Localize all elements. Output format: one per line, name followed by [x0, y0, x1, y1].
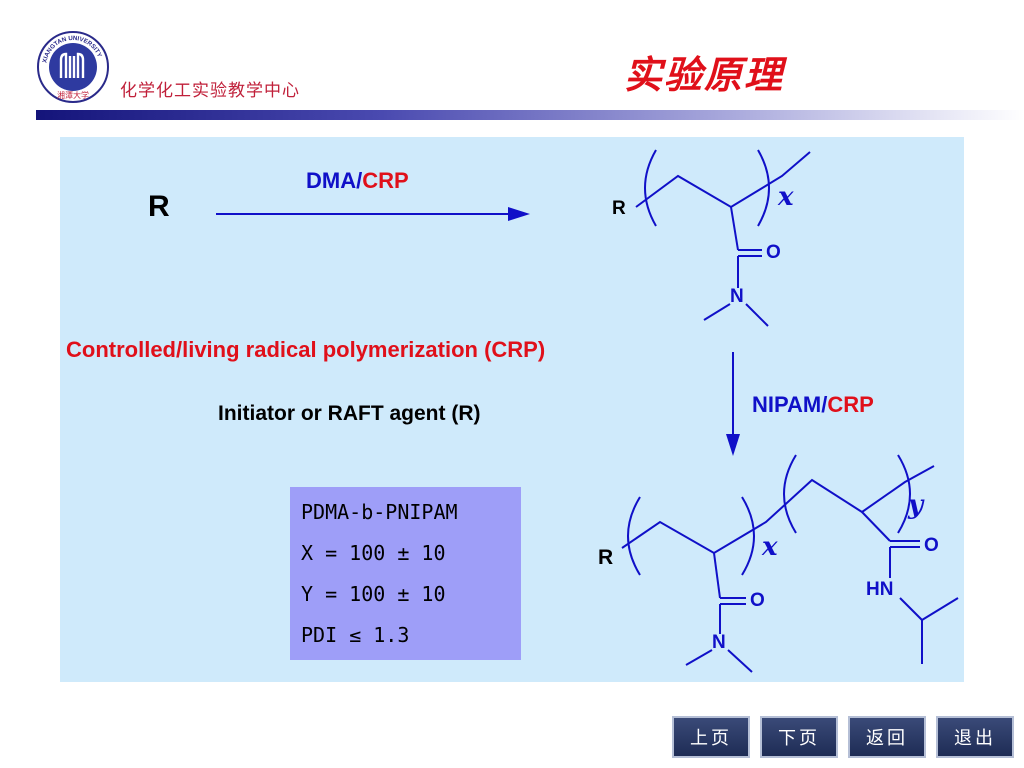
- next-page-button[interactable]: 下页: [760, 716, 838, 758]
- reaction-arrow-1: [216, 207, 530, 221]
- exit-button[interactable]: 退出: [936, 716, 1014, 758]
- copolymer-repeat-y: y: [908, 490, 924, 520]
- crp-full-name: Controlled/living radical polymerization…: [66, 337, 546, 362]
- svg-text:湘潭大学: 湘潭大学: [57, 90, 89, 100]
- slide-title: 实验原理: [624, 52, 785, 97]
- step1-label: DMA/CRP: [306, 168, 409, 194]
- step1-method: CRP: [362, 168, 409, 193]
- block-copolymer-structure: [621, 454, 959, 673]
- copolymer-repeat-x: x: [762, 532, 778, 562]
- university-logo: XIANGTAN UNIVERSITY 湘潭大学: [37, 31, 109, 103]
- step1-monomer: DMA: [306, 168, 357, 193]
- copolymer-dma-carbonyl-o: O: [750, 590, 765, 611]
- specs-y-value: Y = 100 ± 10: [301, 582, 446, 606]
- back-button[interactable]: 返回: [848, 716, 926, 758]
- copolymer-nipam-hn: HN: [866, 579, 894, 600]
- specs-x-value: X = 100 ± 10: [301, 541, 446, 565]
- reaction-arrow-2: [726, 352, 740, 456]
- pdma-structure: [635, 149, 811, 327]
- initiator-description: Initiator or RAFT agent (R): [218, 402, 481, 425]
- pdma-carbonyl-o: O: [766, 242, 781, 263]
- step2-label: NIPAM/CRP: [752, 392, 874, 418]
- copolymer-dma-amide-n: N: [712, 632, 726, 653]
- polymer-specs-box: PDMA-b-PNIPAM X = 100 ± 10 Y = 100 ± 10 …: [290, 487, 521, 660]
- step2-monomer: NIPAM: [752, 392, 822, 417]
- pdma-r-group: R: [612, 198, 626, 219]
- step1-separator: /: [356, 168, 363, 193]
- step2-method: CRP: [827, 392, 874, 417]
- pdma-amide-n: N: [730, 286, 744, 307]
- specs-pdi-value: PDI ≤ 1.3: [301, 623, 410, 647]
- initiator-symbol: R: [148, 190, 170, 223]
- prev-page-button[interactable]: 上页: [672, 716, 750, 758]
- org-name: 化学化工实验教学中心: [120, 81, 300, 101]
- copolymer-r-group: R: [598, 546, 614, 569]
- pdma-repeat-x: x: [778, 182, 794, 212]
- copolymer-nipam-carbonyl-o: O: [924, 535, 939, 556]
- header-divider: [36, 110, 1024, 120]
- step2-separator: /: [821, 392, 828, 417]
- specs-polymer-name: PDMA-b-PNIPAM: [301, 500, 458, 524]
